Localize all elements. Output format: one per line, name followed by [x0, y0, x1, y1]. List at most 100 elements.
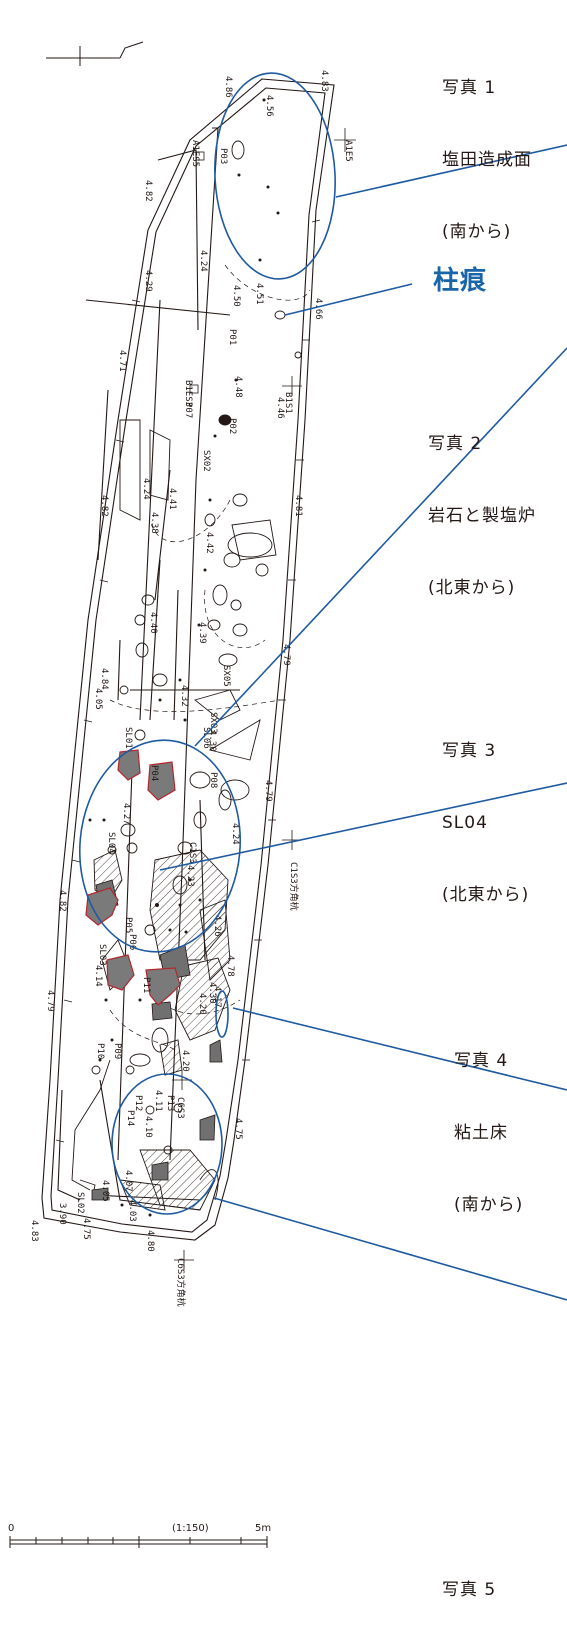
features-label: P04 — [149, 765, 159, 781]
photo3-caption: 写真 3 SL04 (北東から) — [442, 691, 529, 931]
elevations-label: 4.32 — [179, 685, 189, 707]
elevations-label: 4.14 — [93, 965, 103, 987]
features-label: P09 — [112, 1043, 122, 1059]
north-arrow-icon — [46, 41, 144, 66]
features-label: P06 — [127, 934, 137, 950]
photo1-caption: 写真 1 塩田造成面 (南から) — [442, 28, 532, 268]
features-label: SL02 — [75, 1192, 85, 1214]
elevations-label: 4.51 — [254, 283, 264, 305]
elevations-label: 4.07 — [123, 1170, 133, 1192]
elevations-label: 4.24 — [230, 823, 240, 845]
photo4-caption: 写真 4 粘土床 (南から) — [454, 1001, 523, 1241]
grid-label: B1S1 — [283, 392, 293, 414]
photo5-leader — [213, 1197, 567, 1301]
features-label: P12 — [133, 1095, 143, 1111]
photo4-title: 写真 4 — [454, 1051, 509, 1071]
elevations-label: 4.66 — [313, 298, 323, 320]
photo1-direction: (南から) — [442, 222, 512, 242]
elevations-label: 4.20 — [197, 993, 207, 1015]
scale-max: 5m — [255, 1523, 271, 1534]
elevations-label: 4.05 — [100, 1180, 110, 1202]
features-label: SL04 — [106, 832, 116, 854]
elevations-label: 4.24 — [141, 478, 151, 500]
features-label: P02 — [227, 418, 237, 434]
features-label: P10 — [95, 1043, 105, 1059]
edge-ticks — [55, 219, 321, 1143]
features-label: P14 — [125, 1110, 135, 1126]
elevations-label: 4.39 — [197, 622, 207, 644]
photo2-subject: 岩石と製塩炉 — [428, 506, 536, 526]
elevations-label: 4.03 — [127, 1200, 137, 1222]
elevations-label: 4.40 — [148, 612, 158, 634]
photo3-direction: (北東から) — [442, 885, 530, 905]
elevations-label: 4.23 — [185, 865, 195, 887]
elevations-label: 4.78 — [225, 955, 235, 977]
elevations-label: 4.75 — [81, 1218, 91, 1240]
elevations-label: 3.90 — [57, 1203, 67, 1225]
elevations-label: 4.71 — [117, 350, 127, 372]
photo4-leader — [232, 1007, 567, 1091]
elevations-label: 4.86 — [223, 76, 233, 98]
elevations-label: 4.79 — [45, 990, 55, 1012]
elevations-label: 4.30 — [207, 730, 217, 752]
photo3-title: 写真 3 — [442, 741, 497, 761]
photo5-title: 写真 5 — [442, 1580, 497, 1600]
grid-label: C1S3 — [187, 842, 197, 864]
features-label: SX03 — [208, 712, 218, 734]
features-label: SL06 — [201, 727, 211, 749]
elevations-label: 4.41 — [167, 488, 177, 510]
elevations-label: 4.24 — [198, 250, 208, 272]
elevations-label: 4.11 — [153, 1090, 163, 1112]
grid-label: C6S3方角杭 — [175, 1258, 187, 1307]
elevations-label: 4.80 — [145, 1230, 155, 1252]
elevations-label: 4.20 — [180, 1050, 190, 1072]
scale-zero: 0 — [8, 1523, 14, 1534]
elevations-label: 4.83 — [29, 1220, 39, 1242]
elevations-label: 4.17 — [212, 986, 222, 1008]
grid-label: A1E5 — [343, 140, 353, 162]
elevations-label: 4.56 — [264, 95, 274, 117]
salt-furnace-features — [85, 749, 181, 1006]
elevations-label: 4.83 — [319, 70, 329, 92]
grid-label: B1ES3 — [183, 380, 193, 407]
features-label: P08 — [208, 772, 218, 788]
photo1-leader — [335, 144, 567, 198]
features-label: SX05 — [221, 665, 231, 687]
scale-bar: 0 (1:150) 5m — [8, 1523, 271, 1548]
photo1-circle — [214, 72, 336, 280]
scale-ratio: (1:150) — [172, 1523, 209, 1534]
elevations-label: 4.81 — [293, 495, 303, 517]
photo1-subject: 塩田造成面 — [442, 150, 532, 170]
elevations-label: 4.27 — [121, 803, 131, 825]
grid-label: C1S3方角杭 — [288, 862, 300, 911]
elevations-label: 4.82 — [143, 180, 153, 202]
grid-label: C6S3 — [175, 1097, 185, 1119]
features-label: P01 — [227, 329, 237, 345]
features-label: SL01 — [123, 727, 133, 749]
elevations-label: 4.82 — [99, 495, 109, 517]
elevations-label: 4.46 — [275, 397, 285, 419]
photo2-caption: 写真 2 岩石と製塩炉 (北東から) — [428, 384, 536, 624]
elevations-label: 4.79 — [263, 780, 273, 802]
elevation-points — [88, 98, 280, 1217]
features-label: P11 — [141, 977, 151, 993]
elevations-label: 4.38 — [149, 512, 159, 534]
features-label: SX02 — [201, 450, 211, 472]
excavation-plan: 4.834.864.564.824.244.294.514.664.714.48… — [8, 41, 567, 1548]
elevations-label: 4.82 — [57, 890, 67, 912]
grid-label: A1ES5 — [190, 140, 200, 167]
photo3-subject: SL04 — [442, 813, 488, 833]
photo4-direction: (南から) — [454, 1195, 524, 1215]
elevations-label: 4.48 — [233, 376, 243, 398]
elevations-label: 4.75 — [233, 1118, 243, 1140]
photo5-circle — [111, 1073, 223, 1215]
trench-outline — [41, 78, 335, 1241]
features-label: P05 — [123, 917, 133, 933]
photo2-direction: (北東から) — [428, 578, 516, 598]
elevations-label: 4.42 — [204, 532, 214, 554]
grid-stakes — [172, 128, 356, 1270]
elevations-label: 4.50 — [231, 285, 241, 307]
photo-location-markers — [78, 72, 567, 1301]
